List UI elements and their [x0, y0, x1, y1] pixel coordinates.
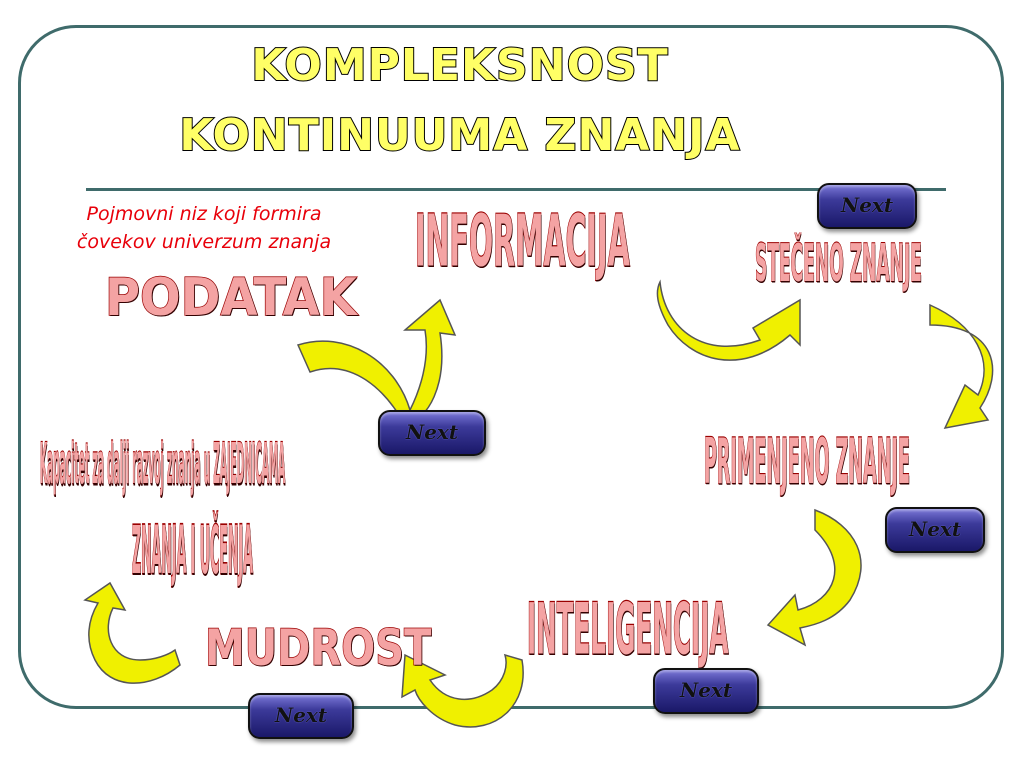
term-primenjeno-znanje: PRIMENJENO ZNANJE: [704, 427, 911, 499]
term-znanja-i-ucenja: ZNANJA I UČENJA: [132, 513, 254, 591]
next-button[interactable]: Next: [653, 668, 759, 714]
title-divider: [86, 188, 946, 191]
next-button[interactable]: Next: [885, 507, 985, 553]
next-button[interactable]: Next: [248, 693, 354, 739]
term-podatak: PODATAK: [104, 268, 357, 328]
next-button-label: Next: [679, 678, 733, 702]
next-button-label: Next: [840, 193, 894, 217]
term-informacija: INFORMACIJA: [415, 198, 631, 283]
next-button[interactable]: Next: [378, 410, 486, 456]
curved-arrow-icon: [929, 303, 994, 430]
curved-arrow-icon: [401, 653, 524, 728]
next-button-label: Next: [908, 517, 962, 541]
curved-arrow-icon: [656, 279, 801, 361]
next-button-label: Next: [405, 420, 459, 444]
term-kapacitet: Kapacitet za dalji razvoj znanja u ZAJED…: [40, 431, 286, 498]
subtitle-line-2: čovekov univerzum znanja: [76, 231, 332, 253]
term-mudrost: MUDROST: [204, 619, 432, 677]
term-inteligencija: INTELIGENCIJA: [527, 589, 729, 672]
title-line-2: KONTINUUMA ZNANJA: [178, 109, 741, 162]
curved-arrow-icon: [296, 298, 457, 426]
subtitle: Pojmovni niz koji formira čovekov univer…: [34, 200, 374, 256]
next-button-label: Next: [274, 703, 328, 727]
next-button[interactable]: Next: [817, 183, 917, 229]
subtitle-line-1: Pojmovni niz koji formira: [86, 203, 322, 225]
curved-arrow-icon: [766, 508, 862, 647]
term-steceno-znanje: STEČENO ZNANJE: [755, 233, 923, 294]
title-line-1: KOMPLEKSNOST: [250, 39, 669, 92]
curved-arrow-icon: [83, 581, 181, 684]
